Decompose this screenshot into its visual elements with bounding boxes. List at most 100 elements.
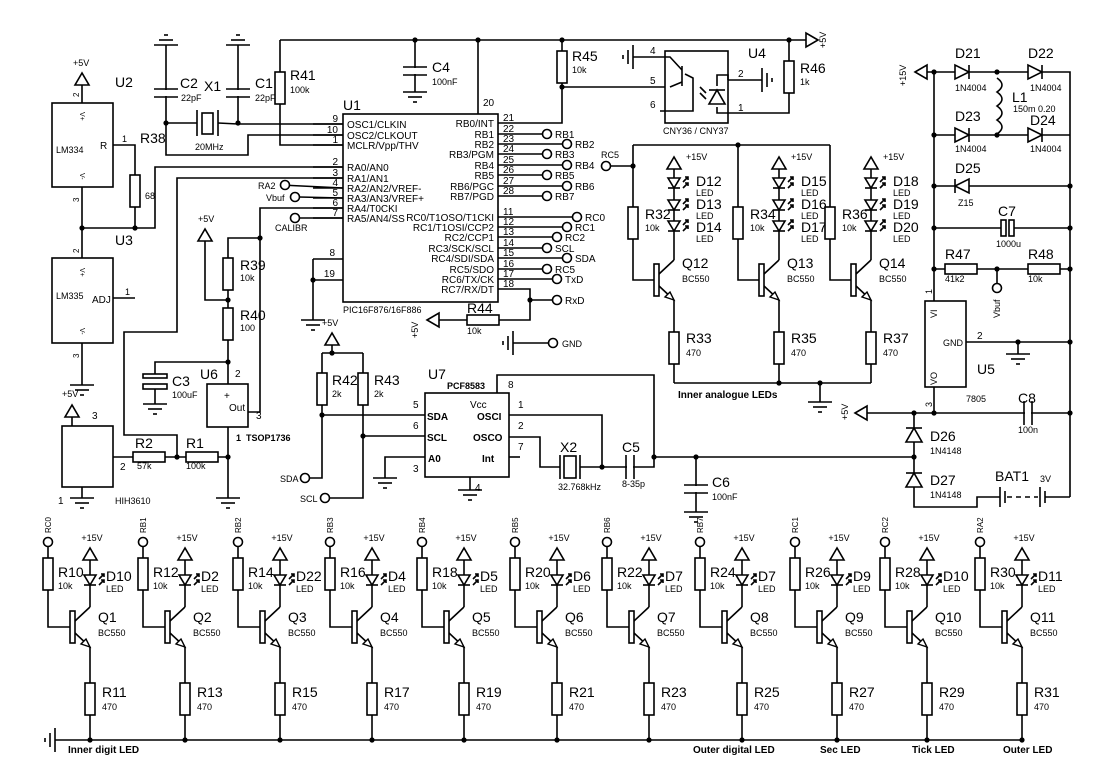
resistor	[879, 557, 891, 591]
label-u1-right-2-n: 23	[503, 134, 515, 145]
label-hih-p3: 3	[92, 411, 98, 422]
label-r-r40-val: 100	[240, 323, 255, 333]
resistor	[1016, 682, 1028, 716]
connector-terminal	[879, 536, 891, 548]
power-arrow-icon	[271, 546, 289, 561]
label-c-c3-ref: C3	[172, 373, 190, 389]
resistor	[694, 557, 706, 591]
label-power-p15: +15V	[1013, 533, 1034, 543]
label-u1-right-11-net: SCL	[555, 244, 575, 255]
connector-terminal	[974, 536, 986, 548]
wire	[633, 606, 650, 622]
wire	[1030, 573, 1037, 580]
label-analog-cols-0-leds-2: D14	[696, 219, 722, 235]
label-bottom_stages-8-r_base_val: 10k	[805, 581, 820, 591]
label-bottom_stages-3-led: D4	[388, 568, 406, 584]
wire	[787, 182, 794, 189]
label-u1-left-1-n: 10	[327, 125, 339, 136]
resistor	[274, 682, 286, 716]
junction-dot	[931, 410, 937, 416]
label-bottom_stages-8-r_emit: R27	[849, 684, 875, 700]
led-icon	[641, 574, 657, 587]
label-d-d22-val: 1N4004	[1030, 83, 1062, 93]
led-icon	[919, 574, 935, 587]
resistor	[824, 206, 836, 240]
led-icon	[771, 177, 787, 190]
label-u4-p2: 2	[738, 69, 744, 80]
wire	[291, 573, 295, 577]
label-power-p15: +15V	[918, 533, 939, 543]
label-d-d25-ref: D25	[955, 160, 981, 176]
label-bottom_stages-5-r_emit_val: 470	[569, 702, 584, 712]
label-r-r42-ref: R42	[332, 372, 358, 388]
label-u1-right-7-name: RB7/PGD	[450, 192, 494, 203]
wire	[682, 204, 689, 211]
label-analog-cols-0-q_val: BC550	[682, 274, 710, 284]
label-c-c8-val: 100n	[1018, 425, 1038, 435]
label-u7-osci: OSCI	[477, 412, 502, 423]
label-hih-p1: 1	[58, 496, 64, 507]
power-arrow-icon	[913, 63, 928, 81]
capacitor-gap	[153, 90, 179, 96]
power-arrow-icon	[770, 155, 788, 170]
label-u1-right-13-name: RC5/SDO	[450, 265, 495, 276]
emitter-arrow-icon	[1011, 637, 1024, 649]
label-analog-cols-0-r_base_val: 10k	[645, 223, 660, 233]
wire	[882, 198, 886, 202]
label-bottom_stages-10-led: D11	[1038, 568, 1063, 584]
label-u1-left-8-n: 7	[332, 208, 338, 219]
label-u4-p5: 5	[650, 76, 656, 87]
label-nets-rc5: RC5	[601, 150, 619, 160]
junction-dot	[310, 277, 316, 283]
led-value-label: LED	[893, 211, 911, 221]
label-d-d23-val: 1N4004	[955, 144, 987, 154]
label-captions-sec: Sec LED	[820, 745, 861, 756]
label-bottom_stages-1-input: RB1	[139, 517, 148, 533]
power-arrow-icon	[805, 31, 820, 49]
wire	[699, 86, 707, 94]
label-c-c6-ref: C6	[712, 474, 730, 490]
wire	[882, 176, 886, 180]
connector-terminal	[991, 282, 1003, 294]
connector-terminal	[299, 472, 311, 484]
resistor	[627, 206, 639, 240]
label-u1-right-3-n: 24	[503, 144, 515, 155]
label-vbuf-u5: Vbuf	[992, 299, 1002, 318]
led-icon	[734, 574, 750, 587]
label-u6-p3: 3	[256, 411, 262, 422]
label-u1-right-0-n: 21	[503, 113, 515, 124]
power-arrow-icon	[196, 227, 214, 242]
label-bottom_stages-6-input: RB6	[603, 517, 612, 533]
label-u6-part: TSOP1736	[246, 433, 291, 443]
label-d-d27-val: 1N4148	[930, 490, 962, 500]
junction-dot	[931, 69, 937, 75]
wire	[196, 573, 200, 577]
label-u1-left-4-name: RA1/AN1	[347, 174, 389, 185]
wire	[298, 196, 344, 199]
label-bottom_stages-3-r_emit: R17	[384, 684, 410, 700]
label-nets-sda: SDA	[280, 474, 299, 484]
wire	[753, 579, 757, 583]
label-c-c6-val: 100nF	[712, 492, 738, 502]
resistor	[316, 372, 328, 406]
label-u1-right-14-n: 17	[503, 269, 515, 280]
resistor	[179, 682, 191, 716]
label-u7-p2: 2	[518, 421, 524, 432]
wire	[264, 606, 281, 622]
led-icon	[272, 574, 288, 587]
label-analog-cols-0-leds-0: D12	[696, 173, 722, 189]
resistor	[736, 682, 748, 716]
led-icon	[771, 199, 787, 212]
label-d-d25-val: Z15	[958, 198, 974, 208]
led-value-label: LED	[696, 188, 714, 198]
label-power-p15: +15V	[363, 533, 384, 543]
label-power-p15: +15V	[733, 533, 754, 543]
power-arrow-icon	[918, 546, 936, 561]
resistor	[458, 682, 470, 716]
crystal-x1	[201, 112, 214, 135]
label-u1-right-10-net: RC2	[565, 233, 585, 244]
wire	[196, 579, 200, 583]
label-bottom_stages-6-r_base: R22	[617, 564, 643, 580]
label-bottom_stages-9-q: Q10	[935, 609, 962, 625]
